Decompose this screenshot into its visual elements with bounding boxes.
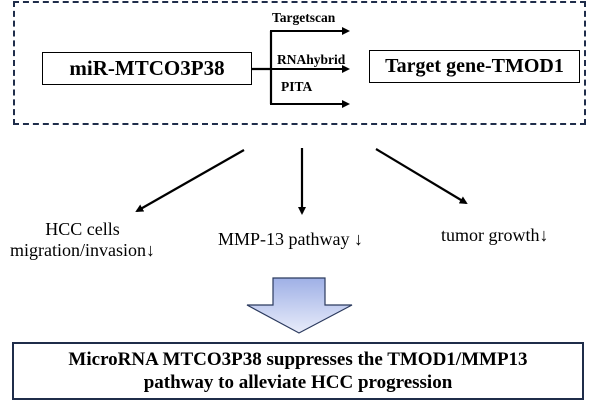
mirna-node: miR-MTCO3P38 (42, 52, 252, 85)
tool-label-rnahybrid: RNAhybrid (277, 52, 346, 67)
outcome-tumor-growth: tumor growth↓ (441, 225, 549, 245)
tool-label-targetscan: Targetscan (272, 10, 336, 25)
big-down-arrow-icon (246, 277, 353, 334)
outcome-migration: HCC cells migration/invasion↓ (5, 219, 160, 261)
outcome-migration-line1: HCC cells (45, 219, 120, 239)
outcome-migration-line2: migration/invasion↓ (10, 240, 155, 260)
target-gene-label: Target gene-TMOD1 (385, 55, 564, 77)
target-gene-node: Target gene-TMOD1 (369, 50, 580, 83)
mirna-label: miR-MTCO3P38 (69, 56, 225, 80)
arrow-to-tumor-growth (375, 148, 468, 205)
outcome-mmp13: MMP-13 pathway ↓ (218, 229, 363, 249)
summary-line1: MicroRNA MTCO3P38 suppresses the TMOD1/M… (68, 349, 528, 370)
summary-box: MicroRNA MTCO3P38 suppresses the TMOD1/M… (12, 342, 584, 400)
arrow-to-migration (135, 149, 245, 212)
tool-label-pita: PITA (281, 79, 313, 94)
summary-line2: pathway to alleviate HCC progression (143, 372, 453, 393)
prediction-panel (13, 1, 586, 125)
